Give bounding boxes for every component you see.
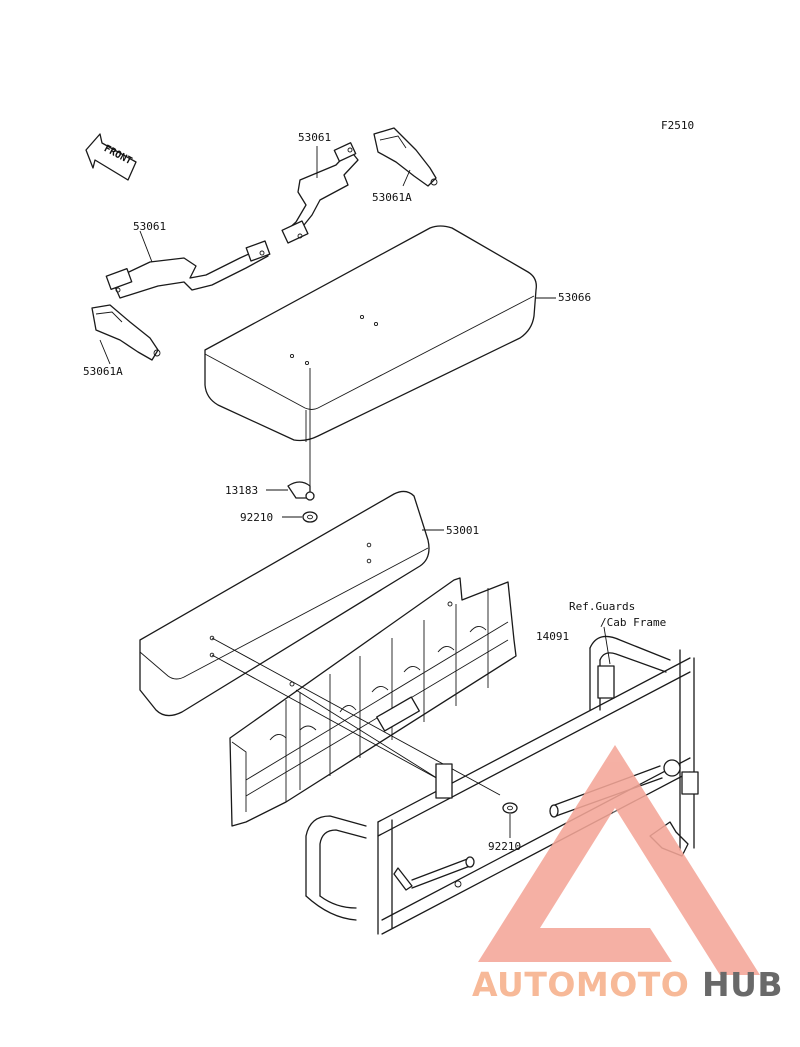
callout-buckle-left: 53061A <box>83 365 123 378</box>
strap-top-part <box>281 142 359 244</box>
front-arrow-icon: FRONT <box>85 133 137 181</box>
callout-seat-base: 53001 <box>446 524 479 537</box>
seat-cushion-part <box>204 225 537 442</box>
leader-lines <box>99 146 611 838</box>
watermark: AUTOMOTO HUB <box>472 745 783 1004</box>
callout-clamp: 13183 <box>225 484 258 497</box>
nut-upper-part <box>302 511 318 523</box>
callout-strap-left: 53061 <box>133 220 166 233</box>
callout-seat-cushion: 53066 <box>558 291 591 304</box>
watermark-text-hub: HUB <box>702 965 783 1004</box>
callout-frame: 14091 <box>536 630 569 643</box>
watermark-logo-icon <box>478 745 760 975</box>
strap-left-part <box>105 240 271 299</box>
callout-strap-top: 53061 <box>298 131 331 144</box>
back-guard-panel <box>229 577 517 827</box>
clamp-part <box>287 481 315 501</box>
buckle-left-part <box>91 304 161 361</box>
callout-buckle-top: 53061A <box>372 191 412 204</box>
figure-code: F2510 <box>661 119 694 132</box>
callout-nut-lower: 92210 <box>488 840 521 853</box>
watermark-text-automoto: AUTOMOTO <box>472 965 689 1004</box>
callout-nut-upper: 92210 <box>240 511 273 524</box>
seat-base-part <box>139 490 430 717</box>
reference-note-line1: Ref.Guards <box>569 600 635 613</box>
nut-lower-part <box>502 802 518 814</box>
buckle-top-part <box>373 127 438 187</box>
reference-note-line2: /Cab Frame <box>600 616 666 629</box>
